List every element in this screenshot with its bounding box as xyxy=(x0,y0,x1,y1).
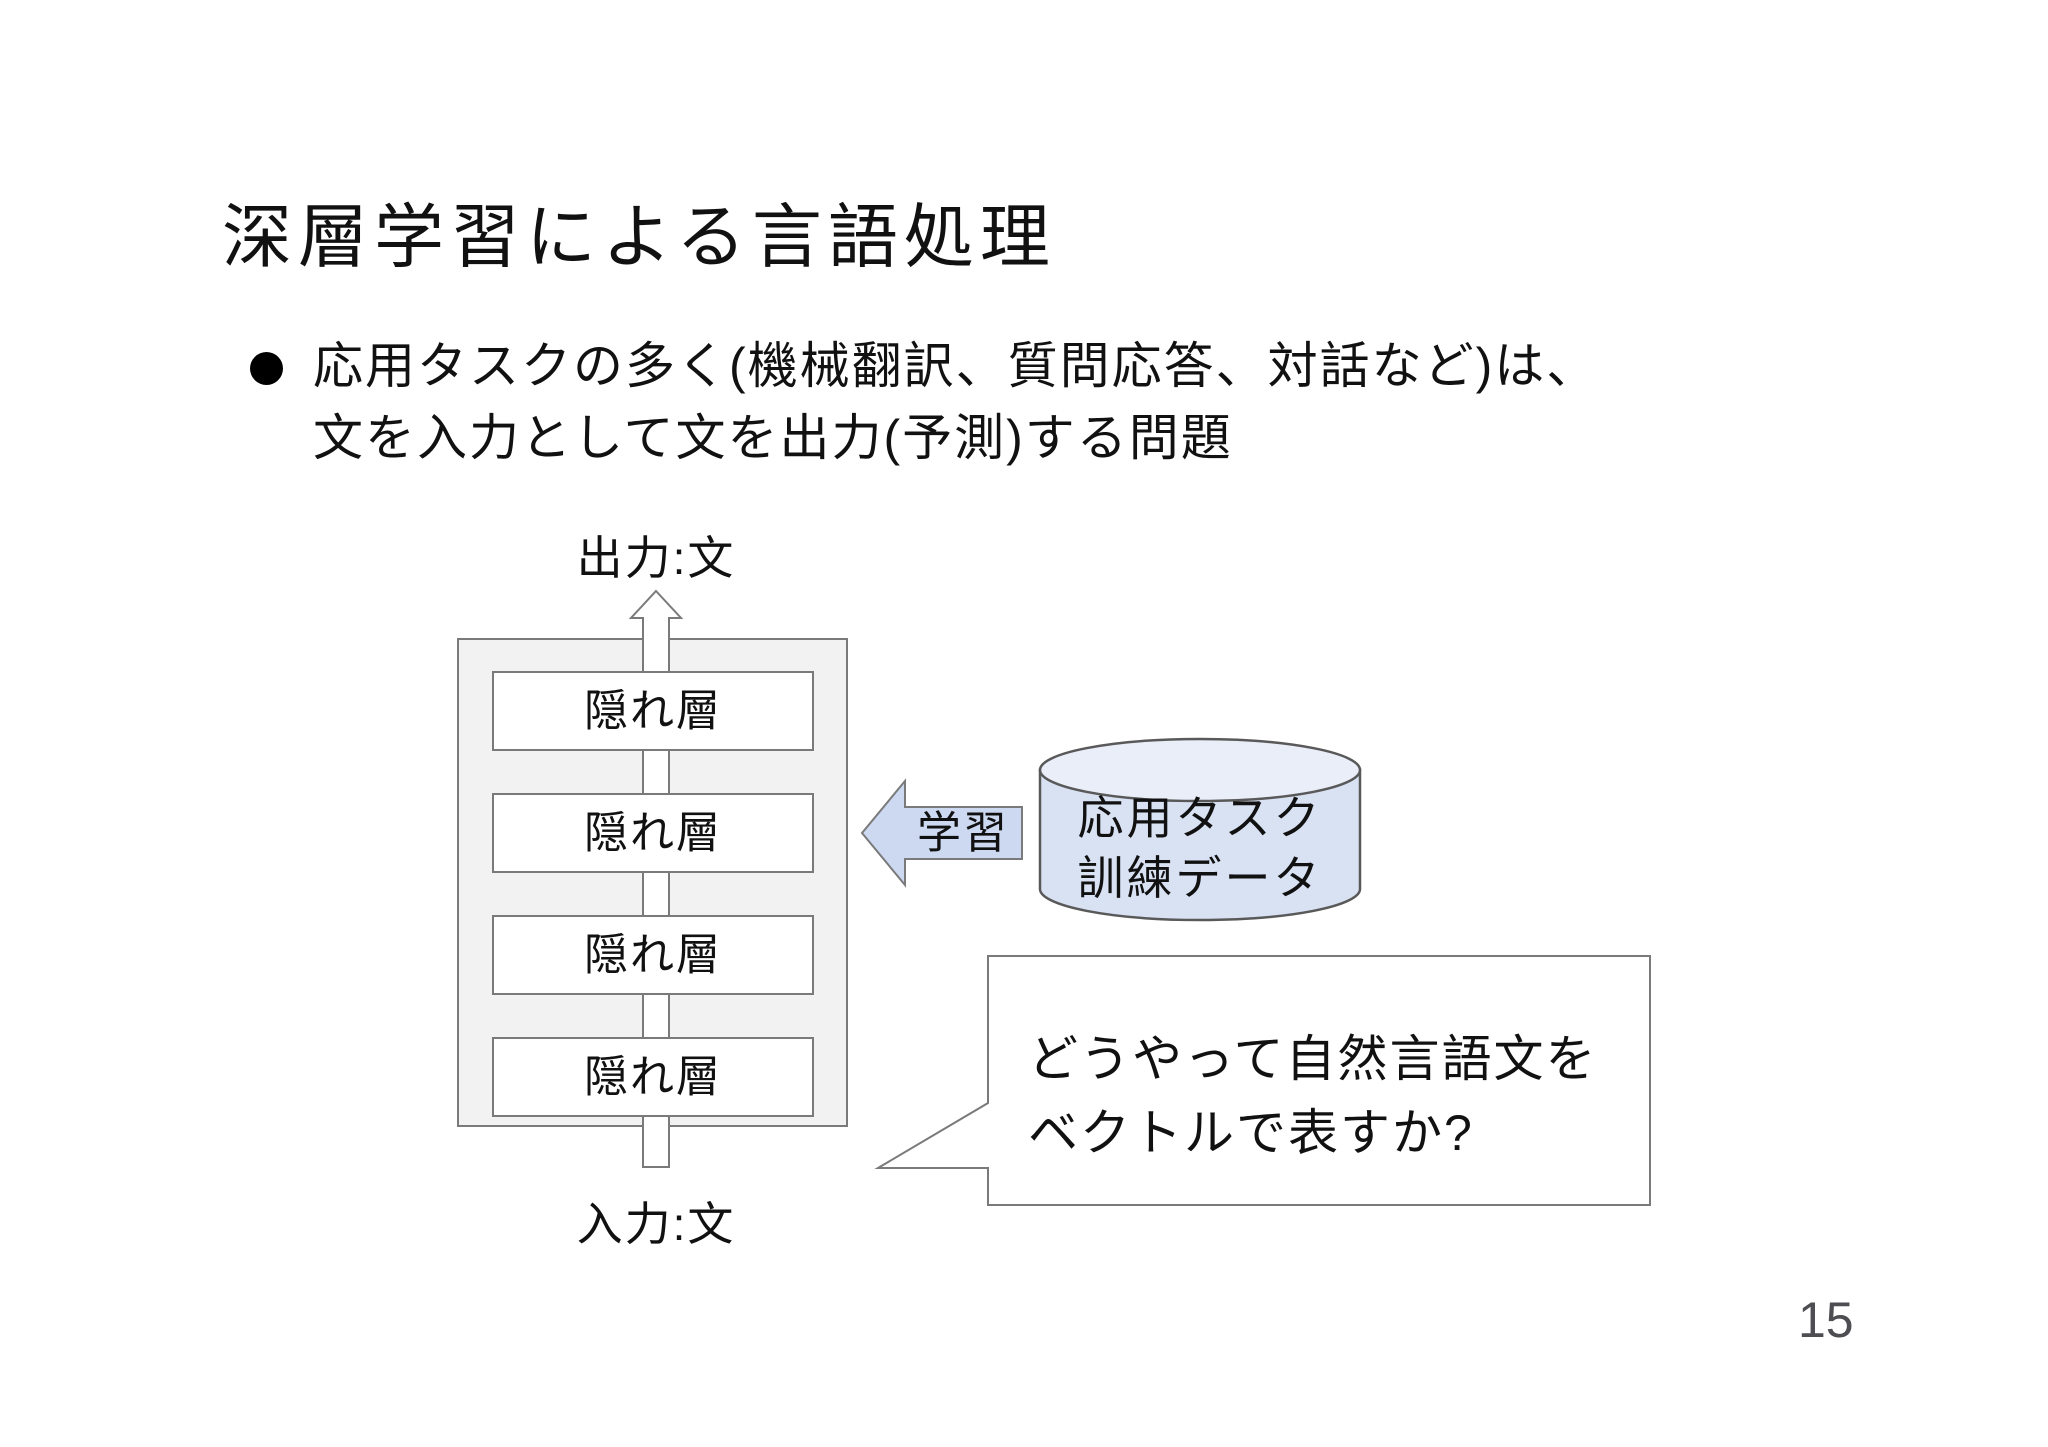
hidden-layer-box xyxy=(492,671,814,751)
input-label: 入力:文 xyxy=(577,1198,736,1250)
output-label: 出力:文 xyxy=(577,532,736,584)
database-cylinder-top xyxy=(1038,737,1362,803)
hidden-layer-label: 隠れ層 xyxy=(584,809,722,858)
callout-line-1: どうやって自然言語文を xyxy=(1028,1031,1598,1087)
page-title: 深層学習による言語処理 xyxy=(222,198,1056,276)
callout-line-2: ベクトルで表すか? xyxy=(1028,1105,1474,1161)
learn-arrow-label: 学習 xyxy=(917,809,1009,858)
hidden-layer-label: 隠れ層 xyxy=(584,687,722,736)
hidden-layer-box xyxy=(492,793,814,873)
database-label-line-1: 応用タスク xyxy=(1078,792,1323,844)
callout-bubble xyxy=(874,955,1651,1206)
hidden-layer-label: 隠れ層 xyxy=(584,1053,722,1102)
database-label-line-2: 訓練データ xyxy=(1078,852,1323,904)
page-number: 15 xyxy=(1798,1292,1854,1348)
bullet-icon xyxy=(250,352,283,385)
hidden-layer-label: 隠れ層 xyxy=(584,931,722,980)
bullet-text: 応用タスクの多く(機械翻訳、質問応答、対話など)は、 文を入力として文を出力(予… xyxy=(313,330,1598,474)
bullet-line-2: 文を入力として文を出力(予測)する問題 xyxy=(313,410,1233,466)
bullet-line-1: 応用タスクの多く(機械翻訳、質問応答、対話など)は、 xyxy=(313,338,1599,394)
hidden-layer-box xyxy=(492,1037,814,1117)
learn-arrow-icon xyxy=(860,778,1023,888)
database-cylinder-icon xyxy=(1038,768,1362,922)
hidden-layer-box xyxy=(492,915,814,995)
